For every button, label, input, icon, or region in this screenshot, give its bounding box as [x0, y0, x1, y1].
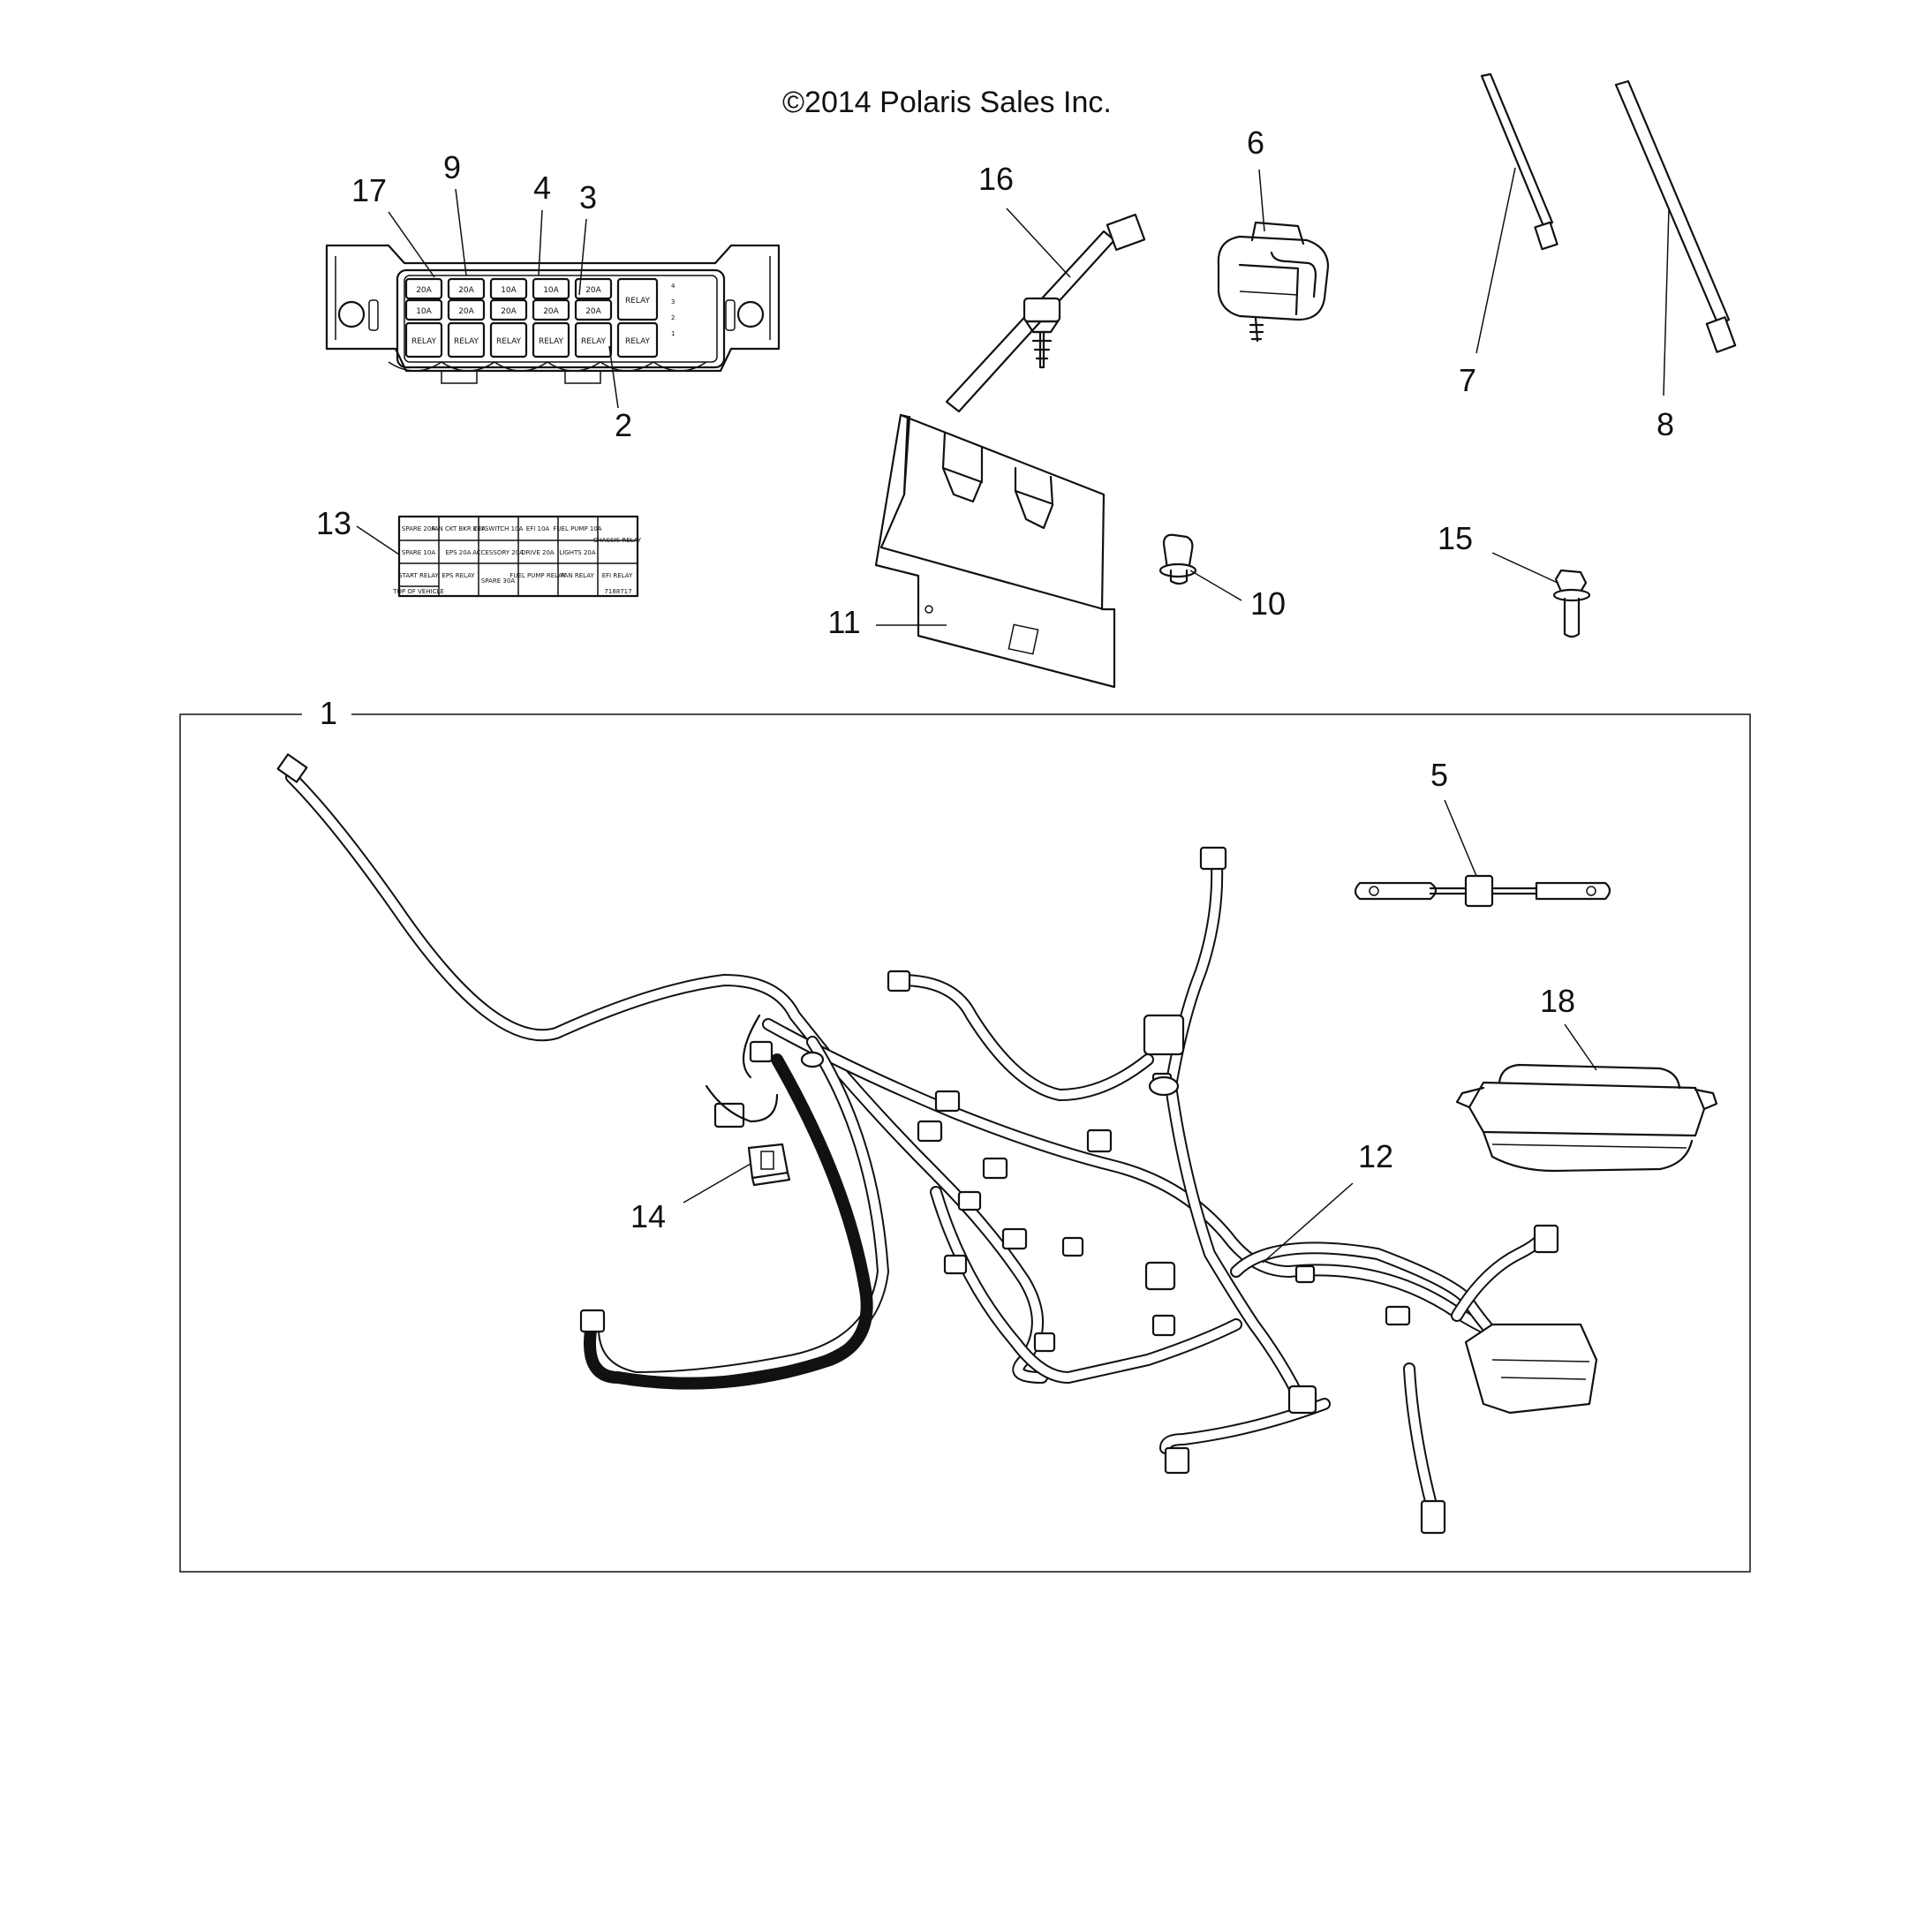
leader-6 — [1258, 169, 1265, 232]
callout-15: 15 — [1438, 520, 1473, 556]
push-rivet — [1158, 533, 1197, 585]
relay-label: RELAY — [581, 337, 607, 346]
decal-cell: FAN CKT BKR 20A — [431, 525, 485, 532]
fuse-label: 20A — [585, 307, 601, 316]
decal-cell: SPARE 30A — [481, 577, 515, 585]
cable-tie-short — [1480, 72, 1558, 251]
fuse-label: 20A — [585, 286, 601, 295]
callout-3: 3 — [579, 179, 597, 215]
callout-2: 2 — [615, 407, 632, 443]
callout-16: 16 — [978, 161, 1014, 197]
callout-9: 9 — [443, 149, 461, 185]
fuse-cells: 20A 20A 10A 10A 20A RELAY 10A 20A 20A 20… — [404, 277, 675, 358]
decal-cell: START RELAY — [398, 572, 439, 579]
cable-tie-mount — [945, 213, 1146, 413]
decal-cell: CHASSIS RELAY — [593, 537, 642, 544]
cable-tie-long — [1614, 79, 1737, 353]
leader-5 — [1444, 799, 1477, 877]
decal-footer-left: TOP OF VEHICLE — [392, 588, 444, 595]
connector-plug — [747, 1143, 791, 1187]
callout-6: 6 — [1247, 125, 1264, 161]
decal-cell: SPARE 10A — [402, 549, 435, 556]
relay-label: RELAY — [625, 297, 651, 306]
callout-8: 8 — [1657, 406, 1674, 442]
relay-label: RELAY — [454, 337, 479, 346]
decal-cell: LIGHTS 20A — [559, 549, 596, 556]
decal-cell: EFI 10A — [526, 525, 550, 532]
fuse-label: 10A — [543, 286, 559, 295]
leader-3 — [578, 218, 587, 296]
leader-4 — [538, 209, 543, 276]
decal-cell: KEYSWITCH 10A — [473, 525, 524, 532]
row-mark: 3 — [671, 298, 675, 306]
fuse-row-bottom: RELAY RELAY RELAY RELAY RELAY RELAY — [404, 321, 659, 358]
switch-cover — [1455, 1063, 1718, 1173]
decal-cell: EFI RELAY — [602, 572, 633, 579]
callout-7: 7 — [1459, 362, 1476, 398]
decal-cell: FAN RELAY — [561, 572, 594, 579]
fuse-label: 20A — [416, 286, 432, 295]
decal-footer-right: 7188717 — [604, 588, 631, 595]
callout-13: 13 — [316, 505, 351, 541]
callout-18: 18 — [1540, 983, 1575, 1019]
fuse-label-decal: SPARE 20A FAN CKT BKR 20A KEYSWITCH 10A … — [392, 515, 642, 598]
relay-label: RELAY — [625, 337, 651, 346]
flange-bolt — [1552, 569, 1591, 638]
fuse-box: 20A 20A 10A 10A 20A RELAY 10A 20A 20A 20… — [325, 244, 781, 384]
leader-15 — [1491, 552, 1558, 584]
callout-1: 1 — [320, 695, 337, 731]
harness-clip — [1217, 221, 1330, 343]
fuse-label: 10A — [416, 307, 432, 316]
harness-frame — [179, 713, 1751, 1573]
callout-14: 14 — [630, 1198, 666, 1234]
fuse-label: 20A — [458, 286, 474, 295]
leader-16 — [1006, 208, 1071, 278]
leader-18 — [1564, 1023, 1597, 1071]
callout-4: 4 — [533, 170, 551, 206]
leader-10 — [1189, 570, 1242, 601]
fuse-side-marks: 4 3 2 1 — [671, 283, 675, 337]
leader-8 — [1663, 208, 1670, 396]
mounting-bracket — [874, 413, 1116, 689]
decal-cell: FUEL PUMP 10A — [553, 525, 601, 532]
copyright-text: ©2014 Polaris Sales Inc. — [782, 86, 1112, 119]
relay-label: RELAY — [539, 337, 564, 346]
fuse-label: 20A — [501, 307, 517, 316]
diode-lead — [1354, 874, 1611, 908]
decal-cell: ACCESSORY 20A — [472, 549, 524, 556]
fuse-row-mid: 10A 20A 20A 20A 20A — [404, 298, 613, 321]
fuse-label: 10A — [501, 286, 517, 295]
callout-11: 11 — [827, 604, 860, 640]
callout-12: 12 — [1358, 1138, 1393, 1174]
leader-14 — [683, 1163, 751, 1204]
fuse-label: 20A — [458, 307, 474, 316]
leader-7 — [1475, 167, 1516, 354]
decal-cell: FUEL PUMP RELAY — [509, 572, 566, 579]
row-mark: 2 — [671, 314, 675, 321]
leader-13 — [356, 525, 400, 555]
decal-cell: DRIVE 20A — [521, 549, 555, 556]
relay-label: RELAY — [411, 337, 437, 346]
decal-cell: EPS RELAY — [441, 572, 475, 579]
decal-cell: SPARE 20A — [402, 525, 435, 532]
row-mark: 4 — [671, 283, 675, 290]
callout-10: 10 — [1250, 585, 1286, 622]
decal-cell: EPS 20A — [445, 549, 471, 556]
fuse-label: 20A — [543, 307, 559, 316]
callout-17: 17 — [351, 172, 387, 208]
row-mark: 1 — [671, 330, 675, 337]
main-wire-harness — [276, 753, 1598, 1535]
leader-9 — [455, 188, 467, 276]
leader-2 — [608, 345, 619, 409]
relay-label: RELAY — [496, 337, 522, 346]
callout-5: 5 — [1430, 757, 1448, 793]
fuse-row-top: 20A 20A 10A 10A 20A RELAY — [404, 277, 659, 321]
leader-17 — [388, 211, 435, 278]
leader-12 — [1262, 1182, 1354, 1264]
